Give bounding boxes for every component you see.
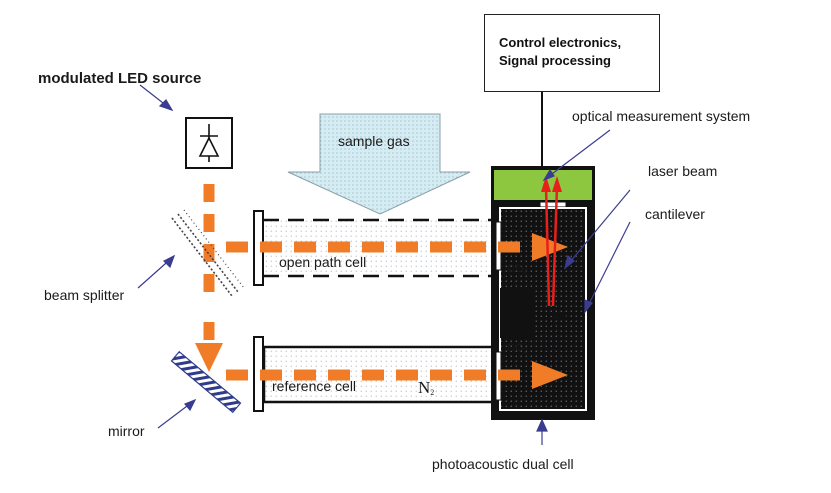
cantilever-bar <box>533 312 575 319</box>
laser-beam-label: laser beam <box>648 163 718 179</box>
diode-icon <box>198 124 220 162</box>
led-source <box>185 117 233 169</box>
mirror-label: mirror <box>108 423 145 439</box>
sample-gas-label: sample gas <box>338 133 410 149</box>
co2-bottom-label: CO2 <box>507 342 528 355</box>
beam-splitter-label: beam splitter <box>44 287 125 303</box>
led-beam-arrowhead <box>195 343 223 372</box>
control-electronics-box: Control electronics, Signal processing <box>484 14 660 92</box>
pointer-lines <box>137 84 631 445</box>
optical-system-label: optical measurement system <box>572 108 751 124</box>
laser-beam <box>541 176 562 307</box>
cantilever-label: cantilever <box>645 206 705 222</box>
open-path-beam <box>226 233 568 261</box>
beam-splitter <box>171 209 245 297</box>
reference-cell-label: reference cell <box>272 378 357 394</box>
led-source-label: modulated LED source <box>38 70 202 87</box>
signal-processing-label: Signal processing <box>499 53 611 68</box>
sample-gas-arrow <box>287 113 471 215</box>
open-path-cell-label: open path cell <box>279 254 367 270</box>
mirror <box>170 350 242 414</box>
control-electronics-label: Control electronics, <box>499 35 622 50</box>
n2-label: N2 <box>418 378 435 397</box>
photoacoustic-label: photoacoustic dual cell <box>432 456 574 472</box>
optical-measurement-block <box>494 170 592 200</box>
reference-beam <box>226 361 568 389</box>
co2-top-label: CO2 <box>507 263 528 276</box>
